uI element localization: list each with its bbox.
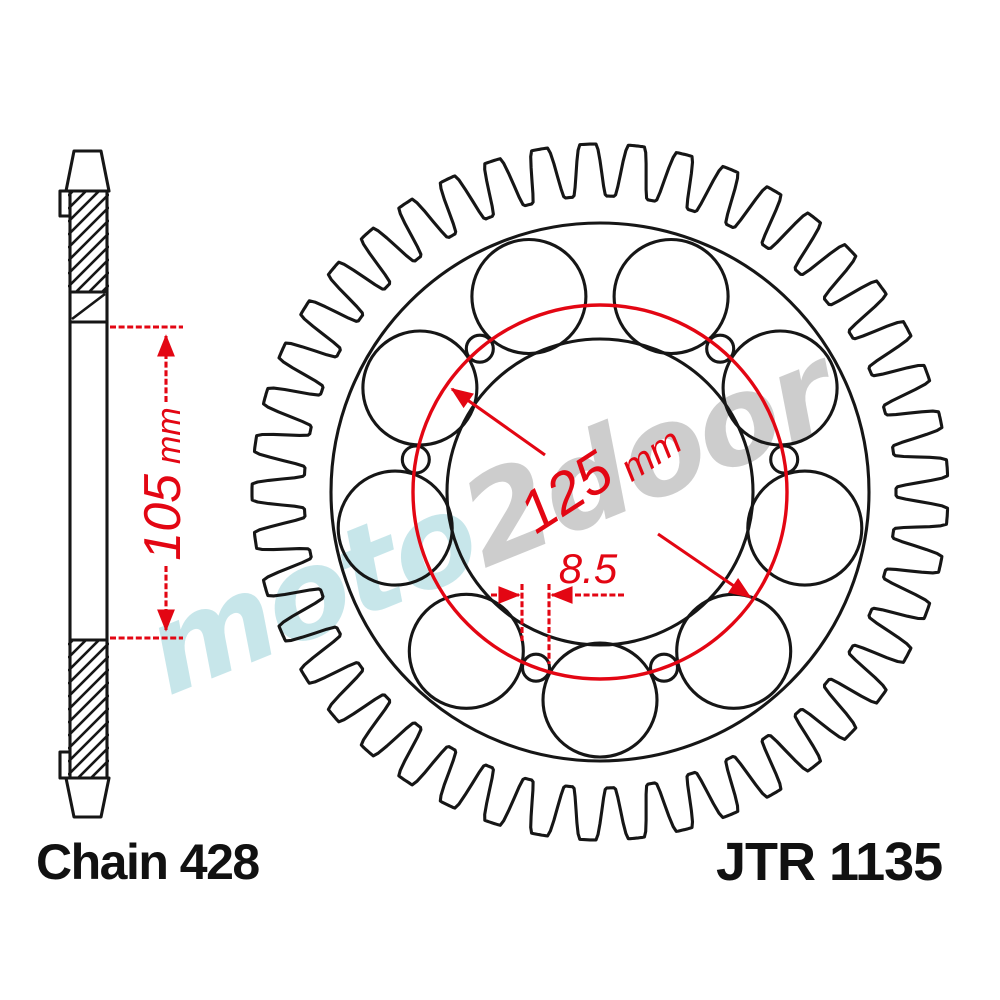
bolt-hole [520, 652, 552, 683]
hatch-line [68, 206, 109, 249]
bolt-hole [400, 444, 431, 475]
lightening-hole [470, 237, 588, 356]
side-hatch-lower [68, 641, 109, 777]
dim-105-label: 105mm [134, 407, 192, 560]
side-profile-view [58, 149, 111, 819]
sprocket-teeth-outline [250, 142, 950, 842]
hatch-line [68, 642, 109, 685]
hub-bore-circle [445, 337, 755, 647]
chain-size-label: Chain 428 [36, 834, 259, 890]
bolt-holes [400, 333, 800, 683]
side-hatch-upper [68, 192, 109, 291]
hatch-line [68, 219, 109, 262]
lightening-hole [361, 329, 479, 447]
lightening-hole [746, 469, 864, 587]
hatch-line [68, 192, 87, 210]
hatch-line [77, 746, 109, 777]
lightening-hole [612, 237, 730, 356]
hatch-line [90, 759, 109, 777]
hatch-line [68, 720, 109, 763]
part-number-label: JTR 1135 [716, 832, 942, 892]
bolt-hole [769, 444, 800, 475]
hatch-line [68, 733, 109, 776]
bolt-hole [648, 652, 680, 683]
lightening-hole [541, 641, 659, 759]
bolt-hole [705, 333, 736, 364]
hatch-line [68, 192, 100, 223]
hatch-line [68, 641, 87, 659]
side-hatch-line [71, 292, 106, 321]
dim-85-label: 8.5 [559, 545, 618, 592]
bolt-circle-dimension [411, 303, 789, 681]
hatch-line [75, 258, 109, 291]
hatch-line [68, 655, 109, 698]
hatch-line [68, 245, 109, 288]
side-top-tooth [64, 149, 111, 193]
hatch-line [68, 193, 109, 236]
hatch-line [68, 668, 109, 711]
hatch-line [68, 232, 109, 275]
hatch-line [68, 694, 109, 737]
hatch-line [68, 641, 100, 672]
diameter-leader-lower [657, 532, 752, 599]
hatch-line [88, 271, 109, 291]
hatch-line [68, 681, 109, 724]
bolt-hole [464, 333, 495, 364]
lightening-hole [675, 592, 793, 710]
sprocket-body-circle [329, 221, 871, 763]
hatch-line [68, 707, 109, 750]
side-bottom-tooth [64, 776, 111, 819]
lightening-hole [407, 592, 525, 710]
side-top-step [58, 189, 72, 218]
diameter-leader-upper [450, 387, 546, 457]
lightening-hole [336, 469, 454, 587]
